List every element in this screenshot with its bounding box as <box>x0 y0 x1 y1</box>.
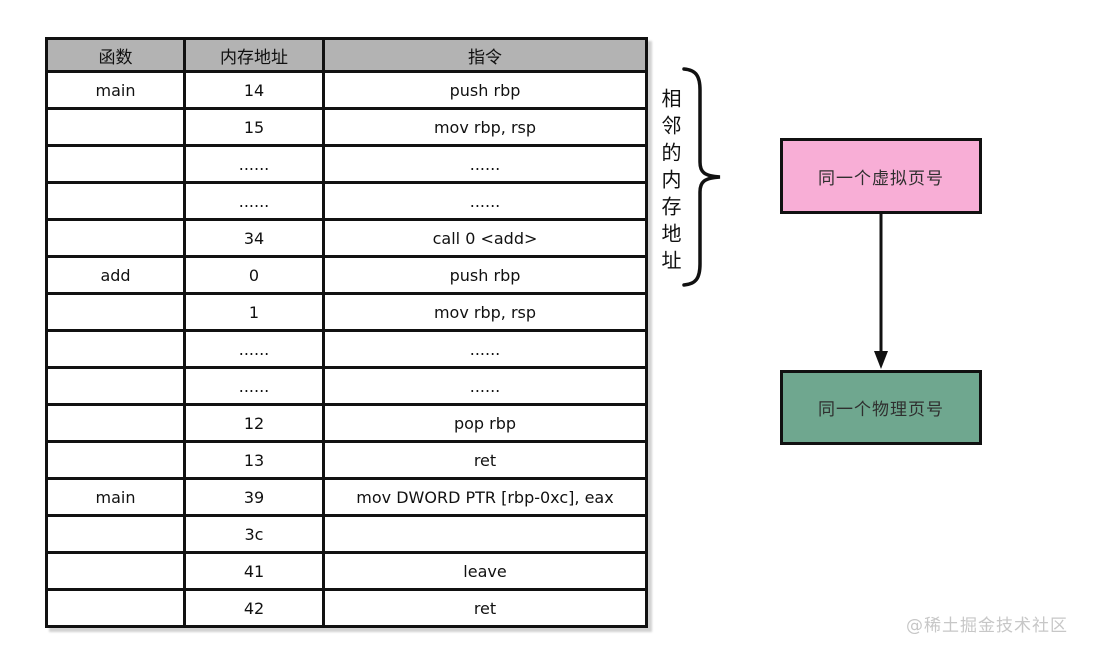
table-cell <box>45 107 186 147</box>
table-cell: push rbp <box>322 70 648 110</box>
table-cell: 1 <box>183 292 325 332</box>
table-cell <box>45 181 186 221</box>
table-cell: pop rbp <box>322 403 648 443</box>
table-cell: ...... <box>183 329 325 369</box>
table-row: ............ <box>45 181 648 221</box>
table-cell <box>45 366 186 406</box>
table-cell: ...... <box>322 144 648 184</box>
table-cell: ...... <box>183 181 325 221</box>
table-cell: ...... <box>322 366 648 406</box>
table-cell: main <box>45 477 186 517</box>
brace-label: 相邻的内存地址 <box>658 88 682 277</box>
table-row: ............ <box>45 329 648 369</box>
table-cell: 42 <box>183 588 325 628</box>
table-cell: 12 <box>183 403 325 443</box>
table-cell: 39 <box>183 477 325 517</box>
curly-brace-icon <box>682 67 721 287</box>
table-cell <box>45 292 186 332</box>
table-cell: ...... <box>322 329 648 369</box>
table-cell: ...... <box>183 366 325 406</box>
table-cell <box>45 144 186 184</box>
watermark: @稀土掘金技术社区 <box>906 616 1068 636</box>
physical-page-box: 同一个物理页号 <box>780 370 982 445</box>
table-cell: ret <box>322 440 648 480</box>
table-cell: leave <box>322 551 648 591</box>
column-header-address: 内存地址 <box>183 37 325 73</box>
table-cell: add <box>45 255 186 295</box>
table-cell: mov rbp, rsp <box>322 292 648 332</box>
table-cell <box>45 588 186 628</box>
table-cell: call 0 <add> <box>322 218 648 258</box>
table-cell: 41 <box>183 551 325 591</box>
table-cell: main <box>45 70 186 110</box>
table-row: ............ <box>45 366 648 406</box>
table-cell <box>322 514 648 554</box>
table-cell <box>45 440 186 480</box>
down-arrow-icon <box>874 214 888 369</box>
table-cell <box>45 403 186 443</box>
table-header-row: 函数 内存地址 指令 <box>45 37 648 73</box>
table-cell <box>45 329 186 369</box>
table-row: ............ <box>45 144 648 184</box>
table-cell <box>45 218 186 258</box>
table-cell: 15 <box>183 107 325 147</box>
table-cell: ret <box>322 588 648 628</box>
column-header-instruction: 指令 <box>322 37 648 73</box>
table-cell: 0 <box>183 255 325 295</box>
table-cell <box>45 551 186 591</box>
table-cell: 34 <box>183 218 325 258</box>
virtual-page-box: 同一个虚拟页号 <box>780 138 982 214</box>
table-cell: 14 <box>183 70 325 110</box>
column-header-function: 函数 <box>45 37 186 73</box>
table-row: 3c <box>45 514 648 554</box>
table-cell: 13 <box>183 440 325 480</box>
table-cell: ...... <box>322 181 648 221</box>
table-cell: mov rbp, rsp <box>322 107 648 147</box>
table-cell: push rbp <box>322 255 648 295</box>
table-cell: ...... <box>183 144 325 184</box>
table-cell: mov DWORD PTR [rbp-0xc], eax <box>322 477 648 517</box>
table-cell <box>45 514 186 554</box>
table-cell: 3c <box>183 514 325 554</box>
